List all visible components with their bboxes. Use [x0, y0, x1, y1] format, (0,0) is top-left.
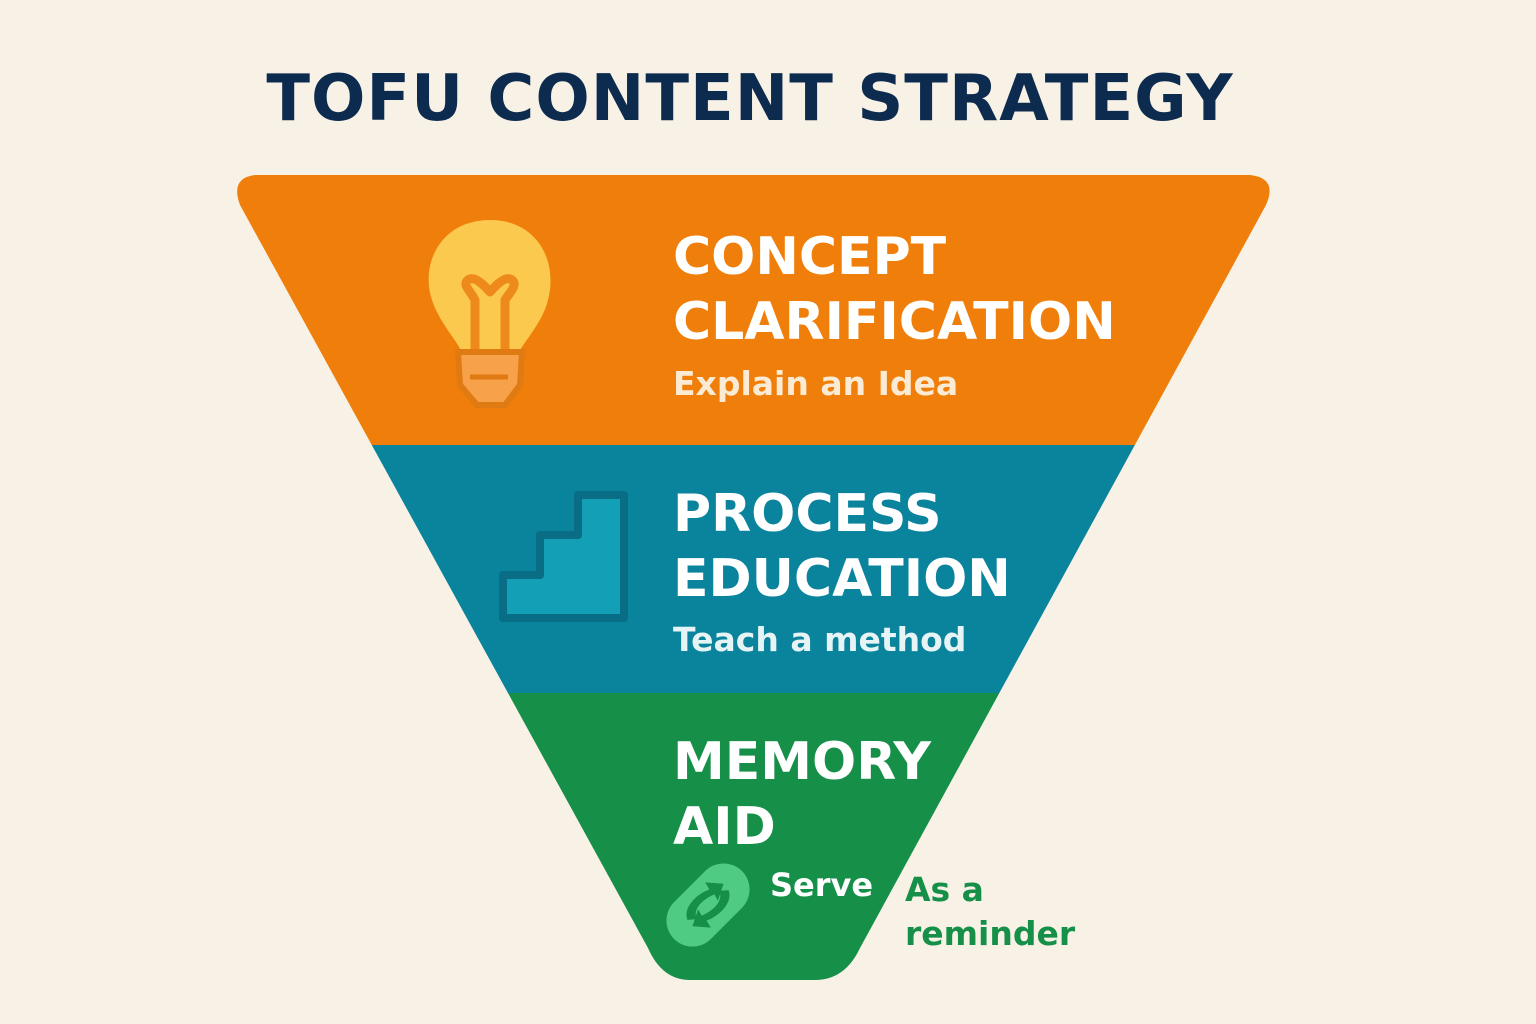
tier3-subtitle-outside-line2: reminder — [905, 914, 1076, 953]
stairs-icon — [499, 491, 628, 622]
tier1-heading-line1: CONCEPT — [673, 227, 947, 287]
tier2-heading-line1: PROCESS — [673, 484, 942, 544]
refresh-arrows-icon — [666, 863, 750, 947]
tier3-subtitle: Serve — [770, 866, 874, 904]
tier3-subtitle-outside: As a reminder — [905, 868, 1075, 956]
lightbulb-icon — [428, 220, 551, 408]
tier1-heading-line2: CLARIFICATION — [673, 292, 1116, 352]
page-title: TOFU CONTENT STRATEGY — [266, 62, 1234, 136]
tier3-heading-line1: MEMORY — [673, 732, 932, 792]
tier1-subtitle: Explain an Idea — [673, 364, 959, 403]
tier2-heading-line2: EDUCATION — [673, 549, 1011, 609]
tier2-subtitle: Teach a method — [673, 620, 967, 659]
tier-concept-clarification — [237, 175, 1270, 445]
tier3-subtitle-outside-line1: As a — [905, 870, 984, 909]
tier3-heading-line2: AID — [673, 797, 776, 857]
